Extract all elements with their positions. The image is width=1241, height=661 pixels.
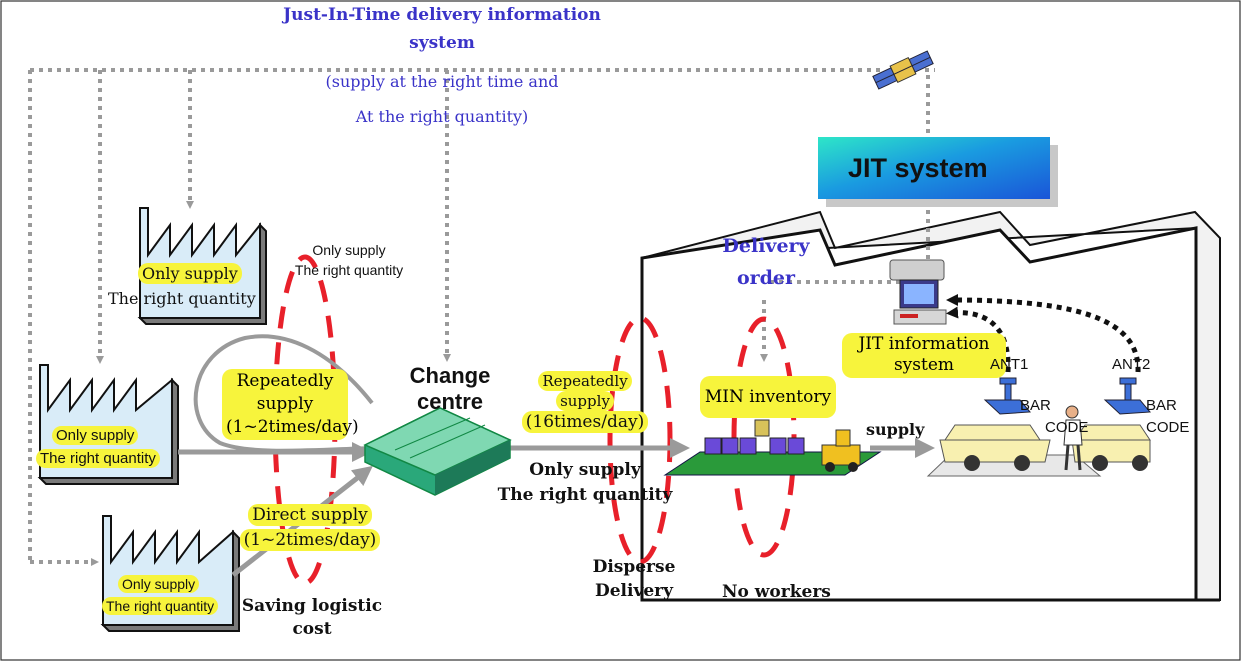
jit-system-label: JIT system [848,153,988,183]
bar-code-1-line-2: CODE [1045,418,1089,436]
direct-supply-line-2: (1~2times/day) [239,528,381,551]
factory-top-label: Only supply The right quantity [108,262,256,312]
direct-supply-label: Direct supply (1~2times/day) [228,503,392,552]
disperse-line-2: Delivery [594,580,673,601]
factory-middle-line-1: Only supply [52,426,139,445]
change-centre-line-2: centre [416,389,484,415]
title-line-2: system [409,33,475,53]
repeated-left-line-1: Repeatedly [236,371,334,391]
factory-middle-line-2: The right quantity [36,448,160,468]
factory-bottom-line-2: The right quantity [102,597,219,616]
forklift-icon [821,429,861,472]
factory-middle-label: Only supply The right quantity [36,425,160,470]
ant2-label: ANT2 [1112,356,1151,373]
repeated-supply-left-label: Repeatedly supply (1~2times/day) [222,369,359,440]
saving-line-2: cost [292,618,332,639]
repeated-left-line-2: supply [256,393,314,414]
ant1-label: ANT1 [990,356,1029,373]
change-centre-building [363,407,512,496]
car-icons [926,424,1151,477]
top-only-supply-note: Only supply The right quantity [290,240,408,281]
bar-code-1-line-1: BAR [1020,397,1051,414]
only-supply-mid-line-2: The right quantity [497,484,673,505]
repeated-left-line-3: (1~2times/day) [226,416,359,437]
factory-bottom-line-1: Only supply [118,575,200,593]
jit-info-line-1: JIT information [858,334,990,354]
direct-supply-line-1: Direct supply [248,504,372,526]
only-supply-mid-line-1: Only supply [529,460,641,480]
factory-top-line-2: The right quantity [108,288,256,308]
factory-top-line-1: Only supply [138,263,242,284]
delivery-order-line-1: Delivery [722,235,810,257]
saving-logistic-cost-label: Saving logistic cost [232,595,392,641]
info-lines [28,68,935,566]
bar-code-1-label: BAR CODE [1020,395,1088,439]
bar-code-2-line-1: BAR [1146,397,1177,414]
top-note-line-1: Only supply [312,242,386,258]
factory-bottom-label: Only supply The right quantity [102,573,219,618]
repeated-right-line-1: Repeatedly [538,371,632,391]
only-supply-mid-label: Only supply The right quantity [480,458,690,507]
disperse-line-1: Disperse [592,557,676,577]
disperse-delivery-label: Disperse Delivery [578,556,690,604]
min-inventory-label: MIN inventory [700,376,836,418]
satellite-icon [872,50,934,90]
repeated-right-line-2: supply [556,390,614,411]
antenna-data-lines [946,294,1141,373]
worker-icon [1063,405,1083,471]
saving-line-1: Saving logistic [241,596,383,616]
repeated-right-line-3: (16times/day) [521,411,649,433]
title-line-4: At the right quantity) [355,107,529,126]
supply-label: supply [866,420,925,439]
jit-system-box [818,137,1058,207]
warehouse-building [640,210,1221,602]
delivery-order-line-2: order [736,267,796,289]
change-centre-label: Change centre [385,363,515,416]
jit-information-system-label: JIT information system [842,333,1006,378]
jit-info-line-2: system [893,355,955,376]
title-line-3: (supply at the right time and [325,72,559,91]
no-workers-label: No workers [722,582,831,602]
change-centre-line-1: Change [409,363,491,388]
bar-code-2-label: BAR CODE [1146,395,1189,439]
antenna-icons [983,377,1152,415]
top-note-line-2: The right quantity [294,262,404,279]
computer-icon [889,259,947,325]
bar-code-2-line-2: CODE [1146,418,1190,436]
title-line-1: Just-In-Time delivery information [283,5,601,25]
repeated-supply-right-label: Repeatedly supply (16times/day) [512,371,658,433]
